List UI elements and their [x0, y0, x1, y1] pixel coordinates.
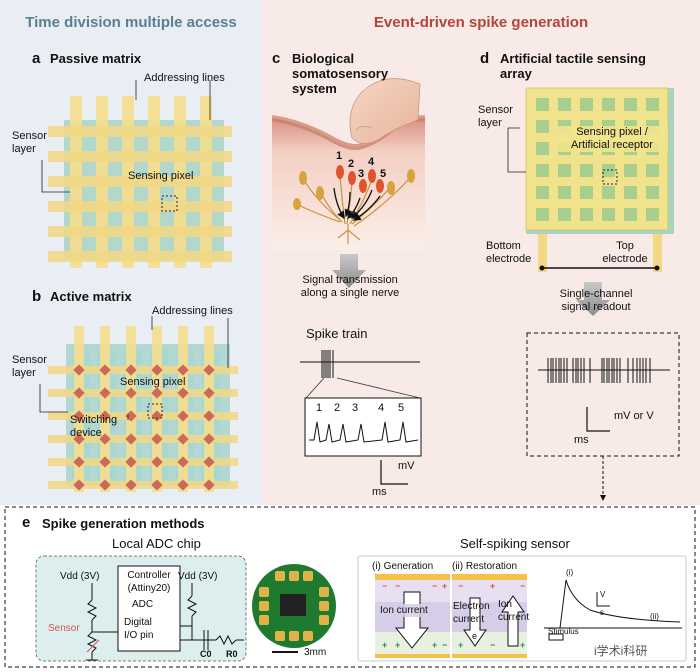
svg-text:+: +	[432, 640, 437, 650]
electron-current-label: Electron current	[453, 601, 490, 625]
readout-label: Single-channel signal readout	[559, 288, 633, 313]
curve-s-label: s	[600, 608, 604, 617]
art-sensor-layer-label: Sensor layer	[478, 104, 513, 129]
ion-current-2: Ion current	[498, 599, 530, 623]
passive-sensing-pixel-box	[161, 195, 178, 212]
panel-a-letter: a	[32, 50, 41, 67]
active-sensing-pixel-box	[147, 403, 163, 419]
zoom-number-4: 4	[378, 402, 385, 414]
svg-text:−: −	[490, 640, 495, 650]
svg-text:+: +	[382, 640, 387, 650]
restoration-label: (ii) Restoration	[452, 561, 518, 572]
tdma-header: Time division multiple access	[25, 14, 237, 31]
c0-label: C0	[200, 649, 212, 659]
response-curve	[544, 579, 682, 641]
svg-text:+: +	[490, 581, 495, 591]
bottom-electrode-label: Bottom electrode	[486, 240, 532, 265]
panel-b-title: Active matrix	[50, 289, 132, 304]
sensor-label: Sensor	[48, 623, 80, 634]
vdd1-label: Vdd (3V)	[60, 571, 100, 582]
svg-text:+: +	[442, 581, 447, 591]
spike-header: Event-driven spike generation	[373, 14, 589, 31]
passive-matrix-diagram	[41, 80, 232, 268]
active-sensor-layer-label: Sensor layer	[12, 354, 47, 379]
passive-sensing-pixel-label: Sensing pixel	[128, 170, 194, 182]
chip-scale-label: 3mm	[304, 647, 327, 658]
panel-b-letter: b	[32, 288, 42, 305]
curve-v-label: V	[600, 590, 606, 599]
receptor-number-1: 1	[336, 150, 343, 162]
controller-box	[117, 565, 181, 652]
vdd2-label: Vdd (3V)	[178, 571, 218, 582]
panel-e-letter: e	[22, 514, 31, 531]
ion-current-1: Ion current	[380, 604, 428, 617]
fingertip	[349, 78, 421, 144]
passive-sensor-layer-label: Sensor layer	[12, 130, 47, 155]
svg-text:−: −	[395, 581, 400, 591]
switching-device-label: Switching device	[70, 414, 118, 439]
r0-label: R0	[226, 649, 238, 659]
receptor-number-3: 3	[358, 168, 365, 180]
art-sensing-pixel-label: Sensing pixel / Artificial receptor	[556, 126, 668, 152]
adc-label: ADC	[132, 599, 154, 610]
panel-d-letter: d	[480, 50, 490, 67]
transmission-label: Signal transmission along a single nerve	[300, 274, 400, 299]
svg-text:−: −	[442, 640, 447, 650]
panel-d-title: Artificial tactile sensing array	[500, 51, 646, 81]
svg-text:+: +	[395, 640, 400, 650]
receptor-number-2: 2	[348, 158, 355, 170]
generation-label: (i) Generation	[372, 561, 434, 572]
bio-scale-bar	[380, 460, 408, 485]
passive-horizontal-lines	[48, 126, 232, 262]
active-addressing-label: Addressing lines	[152, 305, 233, 317]
svg-text:−: −	[520, 581, 525, 591]
art-scale-bar	[586, 407, 610, 432]
local-adc-title: Local ADC chip	[112, 536, 201, 551]
biological-system-diagram	[271, 78, 426, 485]
readout-arrow	[576, 282, 610, 316]
active-matrix-diagram	[39, 316, 238, 492]
spike-methods-diagram: −−−++++−−+−+−+	[4, 506, 696, 668]
artificial-array-diagram	[507, 87, 680, 501]
digital-io-label: Digital I/O pin	[124, 617, 154, 641]
curve-i-label: (i)	[566, 568, 574, 577]
zoom-number-1: 1	[316, 402, 323, 414]
bio-scale-t: ms	[372, 486, 387, 498]
panel-e-title: Spike generation methods	[42, 516, 205, 531]
artificial-sensor-layer	[525, 87, 669, 231]
restoration-cell	[452, 574, 527, 658]
spike-train-label: Spike train	[306, 326, 368, 341]
svg-text:−: −	[382, 581, 387, 591]
svg-text:+: +	[520, 640, 525, 650]
art-scale-t: ms	[574, 434, 589, 446]
top-electrode-label: Top electrode	[602, 240, 648, 265]
stimulus-label: Stimulus	[548, 627, 579, 636]
zoom-waveform	[309, 421, 419, 443]
panel-a-title: Passive matrix	[50, 51, 142, 66]
zoom-number-5: 5	[398, 402, 405, 414]
artificial-sensing-pixel-box	[602, 169, 618, 185]
readout-box	[526, 332, 680, 457]
zoom-number-2: 2	[334, 402, 341, 414]
panel-c-title: Biological somatosensory system	[292, 51, 389, 96]
active-sensing-pixel-label: Sensing pixel	[120, 376, 186, 388]
receptor-number-5: 5	[380, 168, 387, 180]
receptors-red	[336, 165, 384, 193]
zoom-number-3: 3	[352, 402, 359, 414]
curve-ii-label: (ii)	[650, 612, 659, 621]
transmission-arrow	[332, 254, 366, 288]
controller-label: Controller (Attiny20)	[127, 570, 171, 594]
bio-scale-v: mV	[398, 460, 415, 472]
watermark: i学术i科研	[594, 644, 648, 658]
art-scale-v: mV or V	[614, 410, 654, 422]
panel-c-letter: c	[272, 50, 281, 67]
svg-text:−: −	[458, 581, 463, 591]
svg-text:+: +	[458, 640, 463, 650]
passive-addressing-label: Addressing lines	[144, 72, 225, 84]
receptor-number-4: 4	[368, 156, 375, 168]
self-spiking-title: Self-spiking sensor	[460, 536, 570, 551]
svg-text:−: −	[432, 581, 437, 591]
electron-symbol: e	[472, 631, 478, 641]
